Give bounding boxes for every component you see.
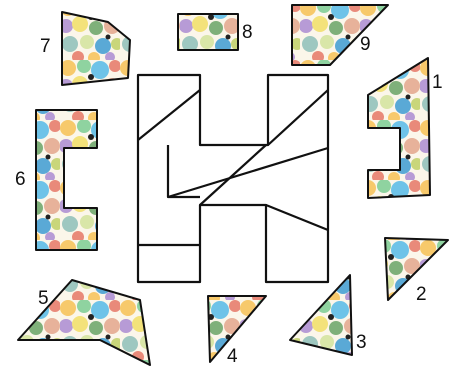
label-2: 2 <box>416 284 427 305</box>
label-9: 9 <box>360 34 371 55</box>
piece-8[interactable] <box>178 14 238 50</box>
piece-9[interactable] <box>292 5 388 65</box>
piece-6[interactable] <box>36 110 97 250</box>
label-1: 1 <box>432 72 443 93</box>
label-8: 8 <box>242 22 253 43</box>
label-7: 7 <box>40 36 51 57</box>
label-4: 4 <box>227 346 238 367</box>
piece-1[interactable] <box>368 58 430 198</box>
piece-3[interactable] <box>290 275 352 355</box>
label-5: 5 <box>38 288 49 309</box>
piece-7[interactable] <box>62 12 130 85</box>
label-6: 6 <box>15 169 26 190</box>
h-outline <box>138 75 328 282</box>
label-3: 3 <box>356 332 367 353</box>
